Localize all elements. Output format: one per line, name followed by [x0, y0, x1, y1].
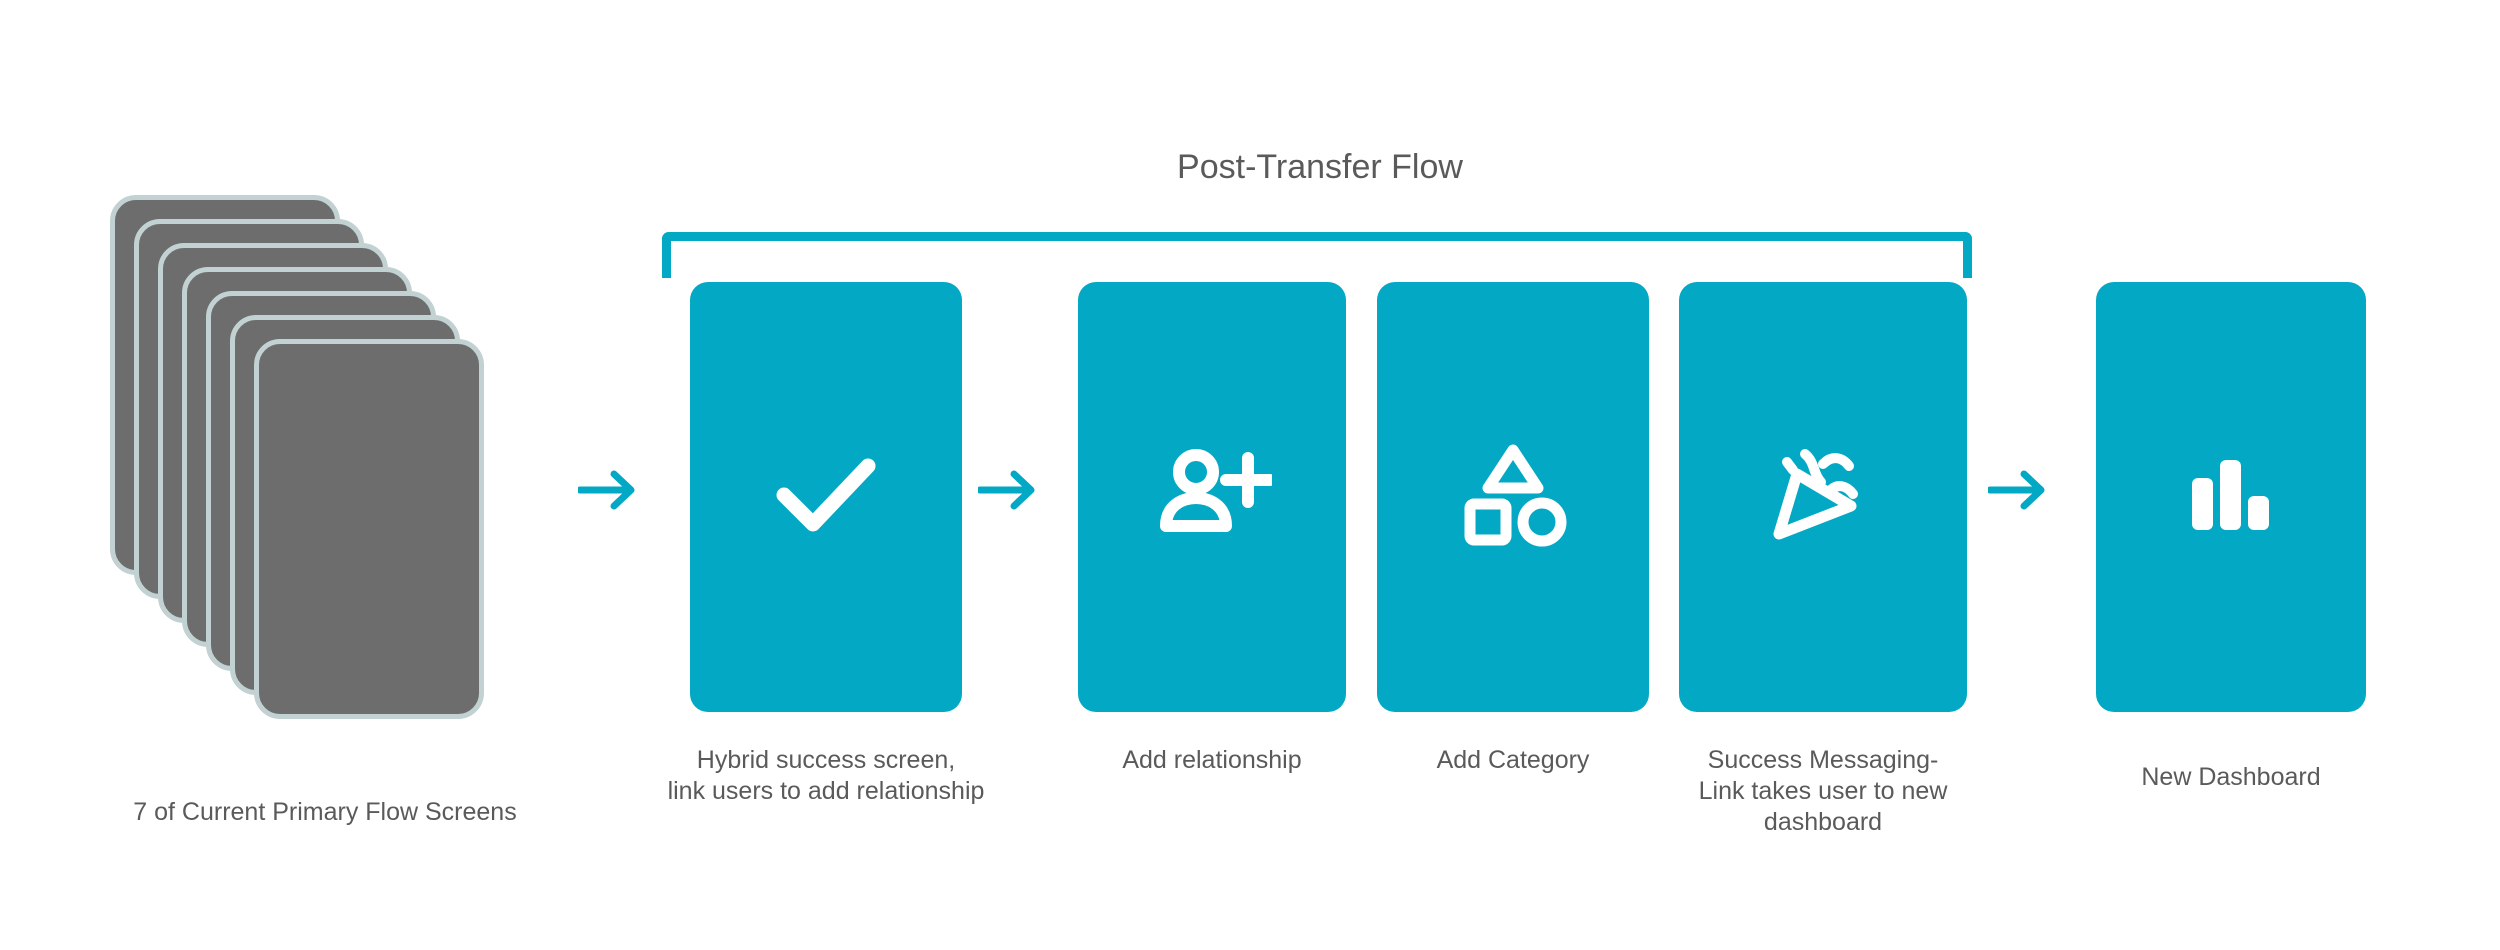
- arrow-step-4-to-dashboard: [1986, 466, 2050, 519]
- shapes-icon: [1458, 442, 1568, 552]
- arrow-step-1-to-step-2: [976, 466, 1040, 519]
- step-label-line: Hybrid success screen,: [696, 746, 956, 774]
- step-label-hybrid-success: Hybrid success screen, link users to add…: [620, 745, 1032, 807]
- screen-stack-group: 7 of Current Primary Flow Screens: [110, 195, 540, 826]
- step-label-line: Add relationship: [1122, 746, 1302, 774]
- step-label-line: Link takes user to new: [1698, 777, 1948, 805]
- party-popper-icon: [1763, 440, 1883, 555]
- step-label-add-relationship: Add relationship: [1030, 745, 1394, 776]
- step-card-add-category[interactable]: [1377, 282, 1649, 712]
- check-icon: [766, 440, 886, 555]
- step-card-success-messaging[interactable]: [1679, 282, 1967, 712]
- step-card-new-dashboard[interactable]: [2096, 282, 2366, 712]
- step-label-line: Success Messaging-: [1707, 746, 1939, 774]
- person-add-icon: [1152, 440, 1276, 555]
- step-label-add-category: Add Category: [1331, 745, 1695, 776]
- step-label-line: link users to add relationship: [667, 777, 985, 805]
- flow-title: Post-Transfer Flow: [1177, 148, 1463, 186]
- screen-stack-label: 7 of Current Primary Flow Screens: [133, 798, 517, 826]
- stack-card: [254, 339, 484, 719]
- step-card-hybrid-success[interactable]: [690, 282, 962, 712]
- flow-bracket: [662, 232, 1972, 278]
- arrow-stack-to-step-1: [576, 466, 640, 519]
- step-card-add-relationship[interactable]: [1078, 282, 1346, 712]
- step-label-success-messaging: Success Messaging- Link takes user to ne…: [1675, 745, 1971, 838]
- bar-chart-icon: [2186, 450, 2276, 545]
- step-label-line: dashboard: [1763, 808, 1883, 836]
- step-label-line: New Dashboard: [2141, 763, 2321, 791]
- step-label-line: Add Category: [1436, 746, 1590, 774]
- step-label-new-dashboard: New Dashboard: [2096, 762, 2366, 793]
